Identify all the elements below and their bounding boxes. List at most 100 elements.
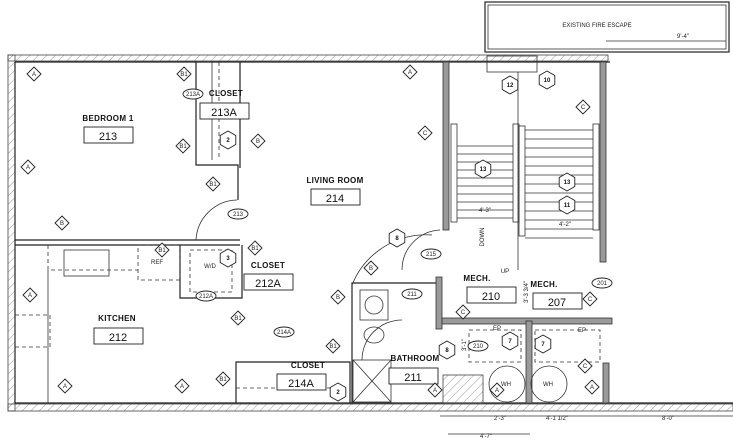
- fixture-label: UP: [501, 269, 509, 275]
- keynote-hexagon: [219, 248, 237, 268]
- wall-type-diamond: [20, 159, 36, 175]
- dimension-label: 3'-3 3/4": [524, 281, 530, 303]
- dimension-label: 4'-1 1/2": [546, 416, 568, 422]
- fixture-label: W/D: [204, 264, 216, 270]
- fire-escape-label: EXISTING FIRE ESCAPE: [562, 23, 631, 29]
- dimension-label: 4'-7": [480, 434, 492, 440]
- room-number: 211: [404, 372, 422, 384]
- keynote-hexagon: [558, 195, 576, 215]
- interior-walls: [14, 62, 613, 404]
- wall-type-tag: B: [256, 139, 260, 145]
- wall-type-diamond: [247, 240, 263, 256]
- door-tag-oval: [467, 340, 489, 352]
- wall-type-tag: C: [588, 297, 593, 303]
- wall-type-diamond: [22, 287, 38, 303]
- fixture-label: WH: [501, 382, 511, 388]
- wall-type-diamond: [575, 99, 591, 115]
- room-number: 214A: [288, 378, 314, 390]
- room-number-box: [532, 292, 583, 310]
- keynote-number: 11: [564, 203, 571, 209]
- wall-type-tag: A: [63, 384, 67, 390]
- room-name: MECH.: [530, 280, 557, 289]
- room-name: KITCHEN: [98, 314, 136, 323]
- door-tag-oval: [401, 288, 423, 300]
- wall-type-diamond: [427, 382, 443, 398]
- wall-type-diamond: [154, 242, 170, 258]
- wall-type-tag: C: [581, 105, 586, 111]
- wall-type-tag: A: [26, 165, 30, 171]
- fixture-label: REF: [151, 260, 163, 266]
- door-tag: 213: [233, 212, 244, 218]
- door-tag-oval: [420, 248, 442, 260]
- keynote-hexagon: [438, 340, 456, 360]
- wall-type-tag: A: [590, 385, 594, 391]
- keynote-hexagon: [501, 75, 519, 95]
- fixture-label: WH: [543, 382, 553, 388]
- room-number: 212: [109, 332, 127, 344]
- wall-type-tag: B1: [209, 182, 217, 188]
- wall-type-tag: A: [28, 293, 32, 299]
- room-number-box: [83, 126, 134, 144]
- door-tag-oval: [273, 326, 295, 338]
- room-name: BATHROOM: [391, 354, 440, 363]
- wall-type-diamond: [174, 378, 190, 394]
- keynote-number: 2: [336, 390, 340, 396]
- keynote-hexagon: [388, 228, 406, 248]
- room-number-box: [243, 273, 294, 291]
- wall-type-tag: A: [433, 388, 437, 394]
- door-tag-oval: [591, 277, 613, 289]
- room-number-box: [310, 188, 361, 206]
- wall-type-diamond: [417, 125, 433, 141]
- wall-type-tag: A: [180, 384, 184, 390]
- keynote-number: 7: [508, 339, 512, 345]
- wall-type-tag: B1: [234, 316, 242, 322]
- keynote-number: 13: [480, 167, 487, 173]
- keynote-hexagon: [558, 172, 576, 192]
- wall-type-diamond: [455, 304, 471, 320]
- wall-type-diamond: [26, 66, 42, 82]
- room-name: CLOSET: [251, 261, 285, 270]
- room-number-box: [466, 286, 517, 304]
- room-name: LIVING ROOM: [306, 176, 363, 185]
- wall-type-diamond: [577, 358, 593, 374]
- room-name: CLOSET: [209, 89, 243, 98]
- room-number: 213: [99, 131, 117, 143]
- keynote-number: 8: [395, 236, 399, 242]
- door-tag: 213A: [186, 92, 200, 98]
- room-number: 214: [326, 193, 344, 205]
- door-tag: 214A: [277, 330, 291, 336]
- keynote-number: 12: [507, 83, 514, 89]
- door-tag: 215: [426, 252, 437, 258]
- door-tag: 211: [407, 292, 417, 298]
- wall-type-diamond: [175, 138, 191, 154]
- door-tag-oval: [227, 208, 249, 220]
- wall-type-diamond: [54, 215, 70, 231]
- room-number-box: [93, 327, 144, 345]
- wall-type-tag: B1: [251, 246, 259, 252]
- wall-type-tag: C: [583, 364, 588, 370]
- fixture-label: EP: [493, 326, 501, 332]
- keynote-hexagon: [534, 334, 552, 354]
- wall-type-diamond: [363, 260, 379, 276]
- door-tag-oval: [195, 290, 217, 302]
- room-number-box: [199, 102, 250, 120]
- wall-type-diamond: [330, 289, 346, 305]
- keynote-hexagon: [474, 159, 492, 179]
- wall-type-tag: B1: [219, 377, 227, 383]
- door-tag: 212A: [199, 294, 213, 300]
- wall-type-tag: A: [495, 388, 499, 394]
- keynote-hexagon: [538, 70, 556, 90]
- wall-type-tag: A: [408, 70, 412, 76]
- fixture-label: EP: [578, 328, 586, 334]
- keynote-hexagon: [219, 130, 237, 150]
- room-name: CLOSET: [291, 361, 325, 370]
- wall-type-tag: B1: [180, 72, 188, 78]
- keynote-number: 3: [226, 256, 230, 262]
- exterior-walls: [7, 54, 733, 412]
- room-number: 213A: [211, 107, 237, 119]
- door-tag-oval: [182, 88, 204, 100]
- wall-type-tag: C: [423, 131, 428, 137]
- keynote-number: 10: [544, 78, 551, 84]
- keynote-number: 8: [445, 348, 449, 354]
- wall-type-diamond: [215, 371, 231, 387]
